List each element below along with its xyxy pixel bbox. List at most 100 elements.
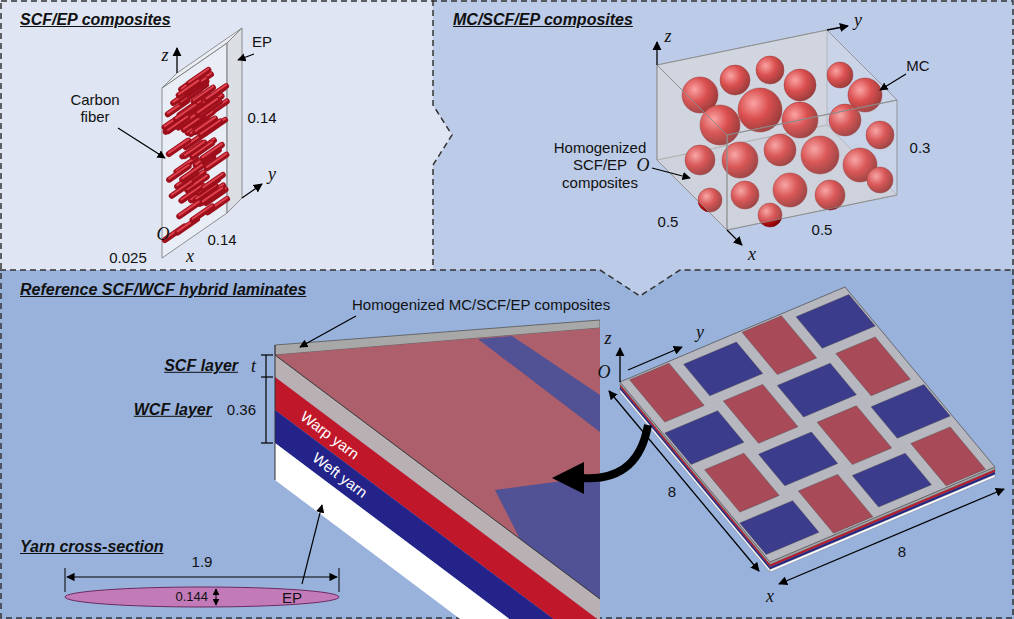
dimension-label: 0.14 [247,109,276,126]
axis-arrow [242,184,262,198]
origin-label: O [157,224,170,245]
edge-line [275,355,600,599]
leader-line [652,168,690,178]
axis-label: x [748,244,756,265]
carbon-fiber [207,85,227,100]
axis-arrow [656,42,657,65]
carbon-fiber [185,141,205,155]
carbon-fiber [207,154,227,169]
yarn-tile [911,427,986,486]
panel-heading: SCF/EP composites [20,10,171,29]
yarn-tile [684,342,763,396]
layer-label: SCF layer [164,357,238,375]
zoom-arrow [552,425,648,494]
layer-label: WCF layer [134,401,212,419]
carbon-fibers [165,69,227,240]
carbon-fiber [203,174,223,189]
axis-arrow [727,230,742,245]
carbon-fiber [179,81,199,96]
edge-line [275,345,276,480]
panel: MC/SCF/EP composites [433,0,1014,270]
rve-face [162,43,227,258]
carbon-fiber [168,116,188,131]
carbon-fiber [181,186,201,201]
axis-label: z [604,328,611,349]
panel-heading: Reference SCF/WCF hybrid laminates [20,280,306,299]
axis-arrow [827,26,848,30]
carbon-fiber [169,139,189,153]
rve-face [227,28,242,213]
dimension-label: 0.5 [658,213,679,230]
rve-cube-back [657,30,897,230]
yarn-tile [665,411,744,465]
cube-face [657,30,897,135]
plate-top [620,287,995,562]
leader-lines [118,54,906,584]
carbon-fiber [179,81,199,95]
axis-label: y [696,322,704,343]
dimension-label: t [251,356,256,377]
dashed-border [433,0,452,270]
material-label: EP [252,33,272,50]
dimension-tick [261,376,273,377]
origin-label: O [637,155,650,176]
dimension-line [779,489,1004,584]
material-label: Homogenized SCF/EP composites [550,139,650,191]
carbon-fiber [179,202,199,216]
leader-line [302,505,322,584]
carbon-fiber [196,117,216,130]
dimension-label: 0.025 [109,249,147,266]
yarn-tile [852,453,931,507]
carbon-fiber [207,85,227,99]
yarn-tile [836,337,911,396]
dimension-tick [261,442,273,443]
axis-arrow [628,347,682,370]
panel: SCF/EP composites [0,0,433,270]
carbon-fiber [168,116,188,130]
origin-label: O [598,362,611,383]
yarn-tile [759,432,838,486]
dimension-tick [261,354,273,355]
carbon-fiber [185,141,205,156]
carbon-fiber [169,139,189,154]
axis-arrow [176,48,177,73]
leader-line [300,316,356,347]
yarn-tile [777,363,856,417]
carbon-fiber [207,154,227,168]
leader-line [118,128,165,158]
dimension-label: 0.3 [910,139,931,156]
panel-ground [433,0,1014,296]
yarn-tile [871,385,950,439]
extension-line [339,568,340,592]
dimension-label: 8 [668,483,676,500]
dimension-label: 0.144 [175,590,208,605]
carbon-fiber [182,165,202,179]
section-label: Yarn cross-section [20,538,163,556]
yarn-label: Warp yarn [297,408,362,463]
material-label: EP [282,589,302,606]
yarn-ellipse [65,587,339,607]
dimension-label: 0.5 [812,221,833,238]
yarn-cross-section [65,568,339,607]
dimension-line [67,576,337,577]
arrow-head [552,462,584,494]
carbon-fiber [196,117,216,132]
axis-label: x [766,586,774,607]
dimension-line [609,391,759,571]
panel: Reference SCF/WCF hybrid laminates [0,270,1014,619]
axis-label: y [854,10,862,31]
material-label: MC [906,57,929,74]
axis-label: z [664,26,671,47]
carbon-fiber [182,165,202,180]
carbon-fiber [181,186,201,200]
yarn-tile [740,501,819,555]
leader-line [880,74,906,90]
rve-cube-front [657,30,897,230]
yarn-tile [796,295,875,349]
dimension-label: 1.9 [192,553,213,570]
dimension-line [265,355,266,443]
rve-box [162,28,242,258]
